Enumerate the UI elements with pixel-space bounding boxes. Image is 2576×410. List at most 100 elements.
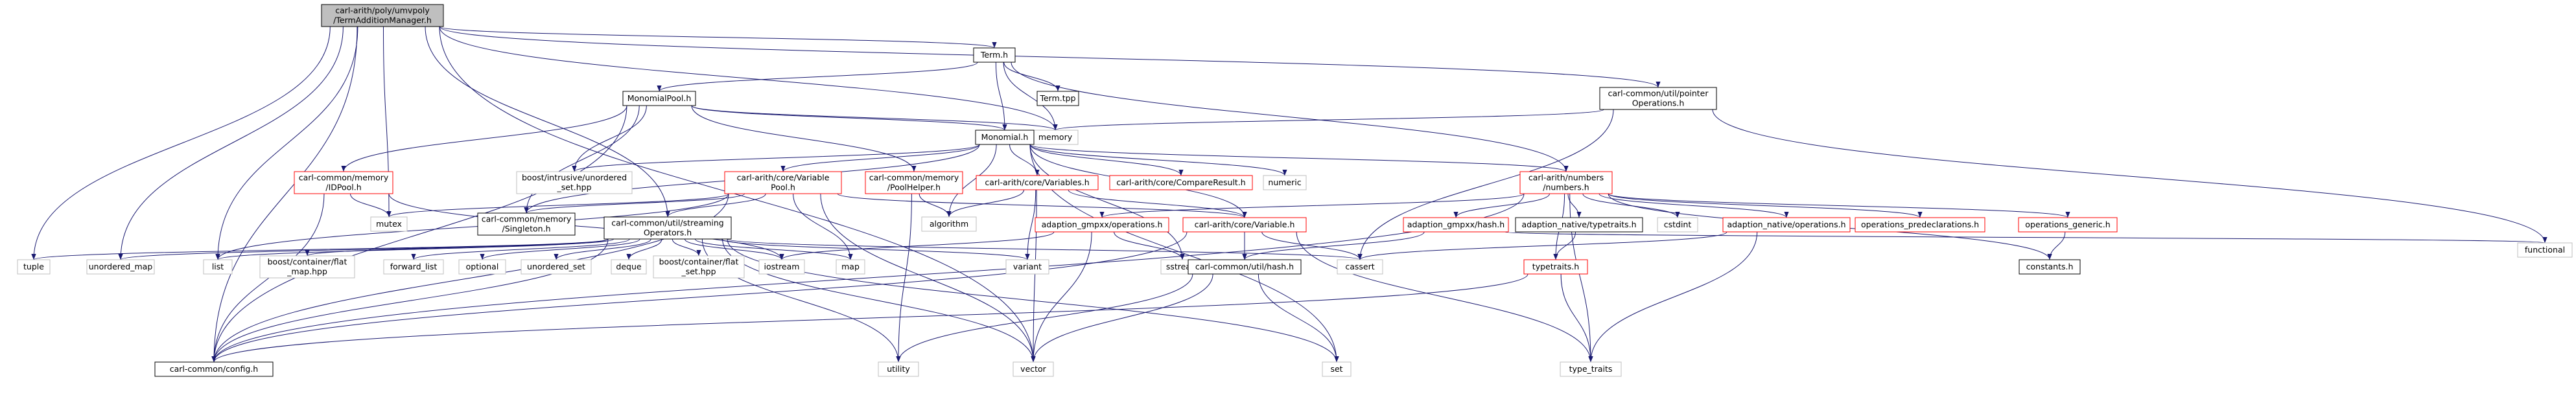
- edge-variable-to-cassert: [1261, 231, 1363, 260]
- node-box: [1036, 91, 1079, 106]
- node-box: [611, 259, 647, 275]
- node-poolhelper[interactable]: carl-common/memory/PoolHelper.h: [865, 171, 963, 194]
- edge-utilhash-to-vector: [1031, 273, 1213, 363]
- edge-monomialpool-to-poolhelper: [691, 105, 917, 172]
- edge-numbers-to-gmpxxops: [1099, 193, 1525, 218]
- node-forward_list: forward_list: [383, 259, 444, 275]
- node-label: iostream: [764, 262, 800, 271]
- node-label: carl-common/memory: [482, 214, 572, 224]
- node-label: mutex: [376, 219, 402, 229]
- node-label: Pool.h: [771, 183, 795, 192]
- node-type_traits: type_traits: [1560, 361, 1622, 377]
- node-label: numeric: [1268, 177, 1301, 187]
- node-label: unordered_map: [89, 262, 153, 271]
- node-box: [1035, 217, 1169, 233]
- node-label: carl-arith/core/Variable: [737, 173, 830, 183]
- node-utilhash[interactable]: carl-common/util/hash.h: [1188, 259, 1302, 275]
- node-root[interactable]: carl-arith/poly/umvpoly/TermAdditionMana…: [321, 4, 444, 27]
- node-label: vector: [1020, 364, 1047, 374]
- node-label: carl-arith/poly/umvpoly: [335, 6, 430, 16]
- node-memory: memory: [1032, 130, 1079, 145]
- node-nativetypetraits[interactable]: adaption_native/typetraits.h: [1515, 217, 1643, 233]
- node-label: Term.tpp: [1039, 93, 1075, 103]
- node-singleton[interactable]: carl-common/memory/Singleton.h: [477, 212, 576, 236]
- node-iostream: iostream: [758, 259, 805, 275]
- edge-iopool-to-mutex: [350, 193, 392, 218]
- node-label: Monomial.h: [981, 132, 1029, 142]
- edge-gmpxxhash-to-utilhash: [1242, 231, 1425, 260]
- node-variables[interactable]: carl-arith/core/Variables.h: [976, 175, 1099, 190]
- edge-term_h-to-memory: [1003, 62, 1058, 131]
- edge-pointerops-to-cassert: [1357, 109, 1614, 260]
- node-box: [836, 259, 865, 275]
- node-label: adaption_gmpxx/hash.h: [1407, 220, 1505, 229]
- node-opsgeneric[interactable]: operations_generic.h: [2018, 217, 2118, 233]
- node-boostintrusive: boost/intrusive/unordered_set.hpp: [516, 171, 633, 194]
- node-label: carl-common/util/pointer: [1608, 89, 1709, 98]
- node-optional: optional: [458, 259, 506, 275]
- node-monomialpool[interactable]: MonomialPool.h: [622, 91, 696, 106]
- node-label: Operators.h: [644, 228, 692, 238]
- edge-varpool-to-vector: [820, 193, 1036, 363]
- node-label: tuple: [23, 262, 44, 271]
- node-box: [294, 171, 393, 194]
- node-compareresult[interactable]: carl-arith/core/CompareResult.h: [1109, 175, 1253, 190]
- node-predecl[interactable]: operations_predeclarations.h: [1855, 217, 1985, 233]
- edge-root-to-list: [215, 26, 358, 260]
- node-label: /numbers.h: [1543, 183, 1589, 192]
- node-label: boost/container/flat: [268, 257, 347, 267]
- edge-varpool-to-list: [215, 193, 729, 260]
- edge-varpool-to-streaming: [665, 193, 766, 218]
- edge-varpool-to-variable: [837, 193, 1247, 218]
- node-gmpxxhash[interactable]: adaption_gmpxx/hash.h: [1403, 217, 1509, 233]
- node-monomial[interactable]: Monomial.h: [975, 130, 1035, 145]
- node-config[interactable]: carl-common/config.h: [154, 361, 274, 377]
- node-label: /IDPool.h: [325, 183, 361, 192]
- node-nativeops[interactable]: adaption_native/operations.h: [1722, 217, 1851, 233]
- node-label: list: [212, 262, 224, 271]
- edge-nativeops-to-type_traits: [1588, 231, 1758, 363]
- edge-opsgeneric-to-constants: [2047, 231, 2066, 260]
- node-numbers[interactable]: carl-arith/numbers/numbers.h: [1519, 171, 1613, 194]
- edge-variables-to-algorithm: [946, 189, 1025, 218]
- edge-root-to-memory: [439, 26, 1058, 131]
- node-box: [2018, 217, 2118, 233]
- edge-monomialpool-to-memory: [691, 105, 1058, 131]
- node-constants[interactable]: constants.h: [2019, 259, 2081, 275]
- edge-streaming-to-set: [727, 238, 1339, 363]
- edge-nativeops-to-cassert: [1357, 231, 1727, 260]
- node-iopool[interactable]: carl-common/memory/IDPool.h: [294, 171, 393, 194]
- node-mutex: mutex: [370, 216, 408, 232]
- node-typetraits_h[interactable]: typetraits.h: [1523, 259, 1588, 275]
- node-gmpxxops[interactable]: adaption_gmpxx/operations.h: [1035, 217, 1169, 233]
- node-box: [1403, 217, 1509, 233]
- node-label: deque: [616, 262, 641, 271]
- node-label: /TermAdditionManager.h: [333, 16, 432, 25]
- node-variable[interactable]: carl-arith/core/Variable.h: [1182, 217, 1307, 233]
- node-box: [17, 259, 51, 275]
- node-box: [2019, 259, 2081, 275]
- node-label: optional: [466, 262, 499, 271]
- edge-term_h-to-term_tpp: [1003, 62, 1060, 92]
- node-label: variant: [1013, 262, 1042, 271]
- node-term_h[interactable]: Term.h: [973, 47, 1016, 63]
- edge-streaming-to-map: [694, 238, 853, 260]
- edge-varpool-to-mutex: [386, 193, 729, 218]
- node-term_tpp[interactable]: Term.tpp: [1036, 91, 1079, 106]
- edge-streaming-to-deque: [626, 238, 662, 260]
- edge-monomialpool-to-monomial: [691, 105, 1007, 131]
- node-box: [921, 216, 977, 232]
- node-label: operations_predeclarations.h: [1861, 220, 1979, 229]
- node-box: [1855, 217, 1985, 233]
- edge-iopool-to-iostream: [388, 193, 784, 260]
- node-label: map: [841, 262, 860, 271]
- edge-monomial-to-varpool: [780, 144, 980, 172]
- node-map: map: [836, 259, 865, 275]
- node-label: _set.hpp: [556, 183, 591, 192]
- node-label: functional: [2525, 245, 2565, 255]
- node-label: carl-common/memory: [869, 173, 959, 183]
- node-label: _map.hpp: [287, 267, 327, 277]
